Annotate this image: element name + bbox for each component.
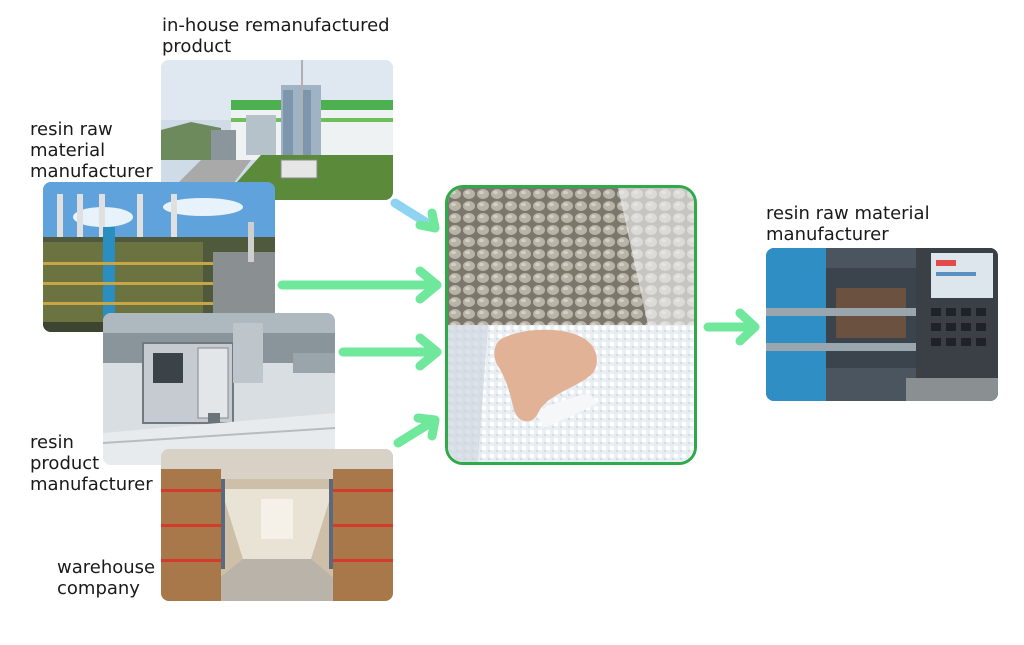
- label-warehouse-company: warehouse company: [57, 557, 156, 599]
- cutting-machine-photo: [103, 313, 335, 465]
- factory-building-photo: [161, 60, 393, 200]
- label-resin-raw-material-manufacturer-right: resin raw material manufacturer: [766, 203, 930, 245]
- warehouse-photo: [161, 449, 393, 601]
- resin-pellets-photo: [448, 188, 694, 462]
- arrow-from-refinery: [277, 266, 442, 304]
- label-resin-raw-material-manufacturer-left: resin raw material manufacturer: [30, 119, 153, 182]
- label-in-house-remanufactured-product: in-house remanufactured product: [162, 15, 390, 57]
- arrow-from-warehouse: [393, 413, 440, 448]
- arrow-from-cutting-machine: [338, 333, 442, 371]
- injection-molding-machine-photo: [766, 248, 998, 401]
- label-resin-product-manufacturer: resin product manufacturer: [30, 432, 153, 495]
- arrow-to-resin-raw-material-manufacturer: [703, 308, 760, 346]
- arrow-from-in-house-product: [390, 198, 440, 233]
- refinery-photo: [43, 182, 275, 332]
- recycled-resin-pellets-frame: [445, 185, 697, 465]
